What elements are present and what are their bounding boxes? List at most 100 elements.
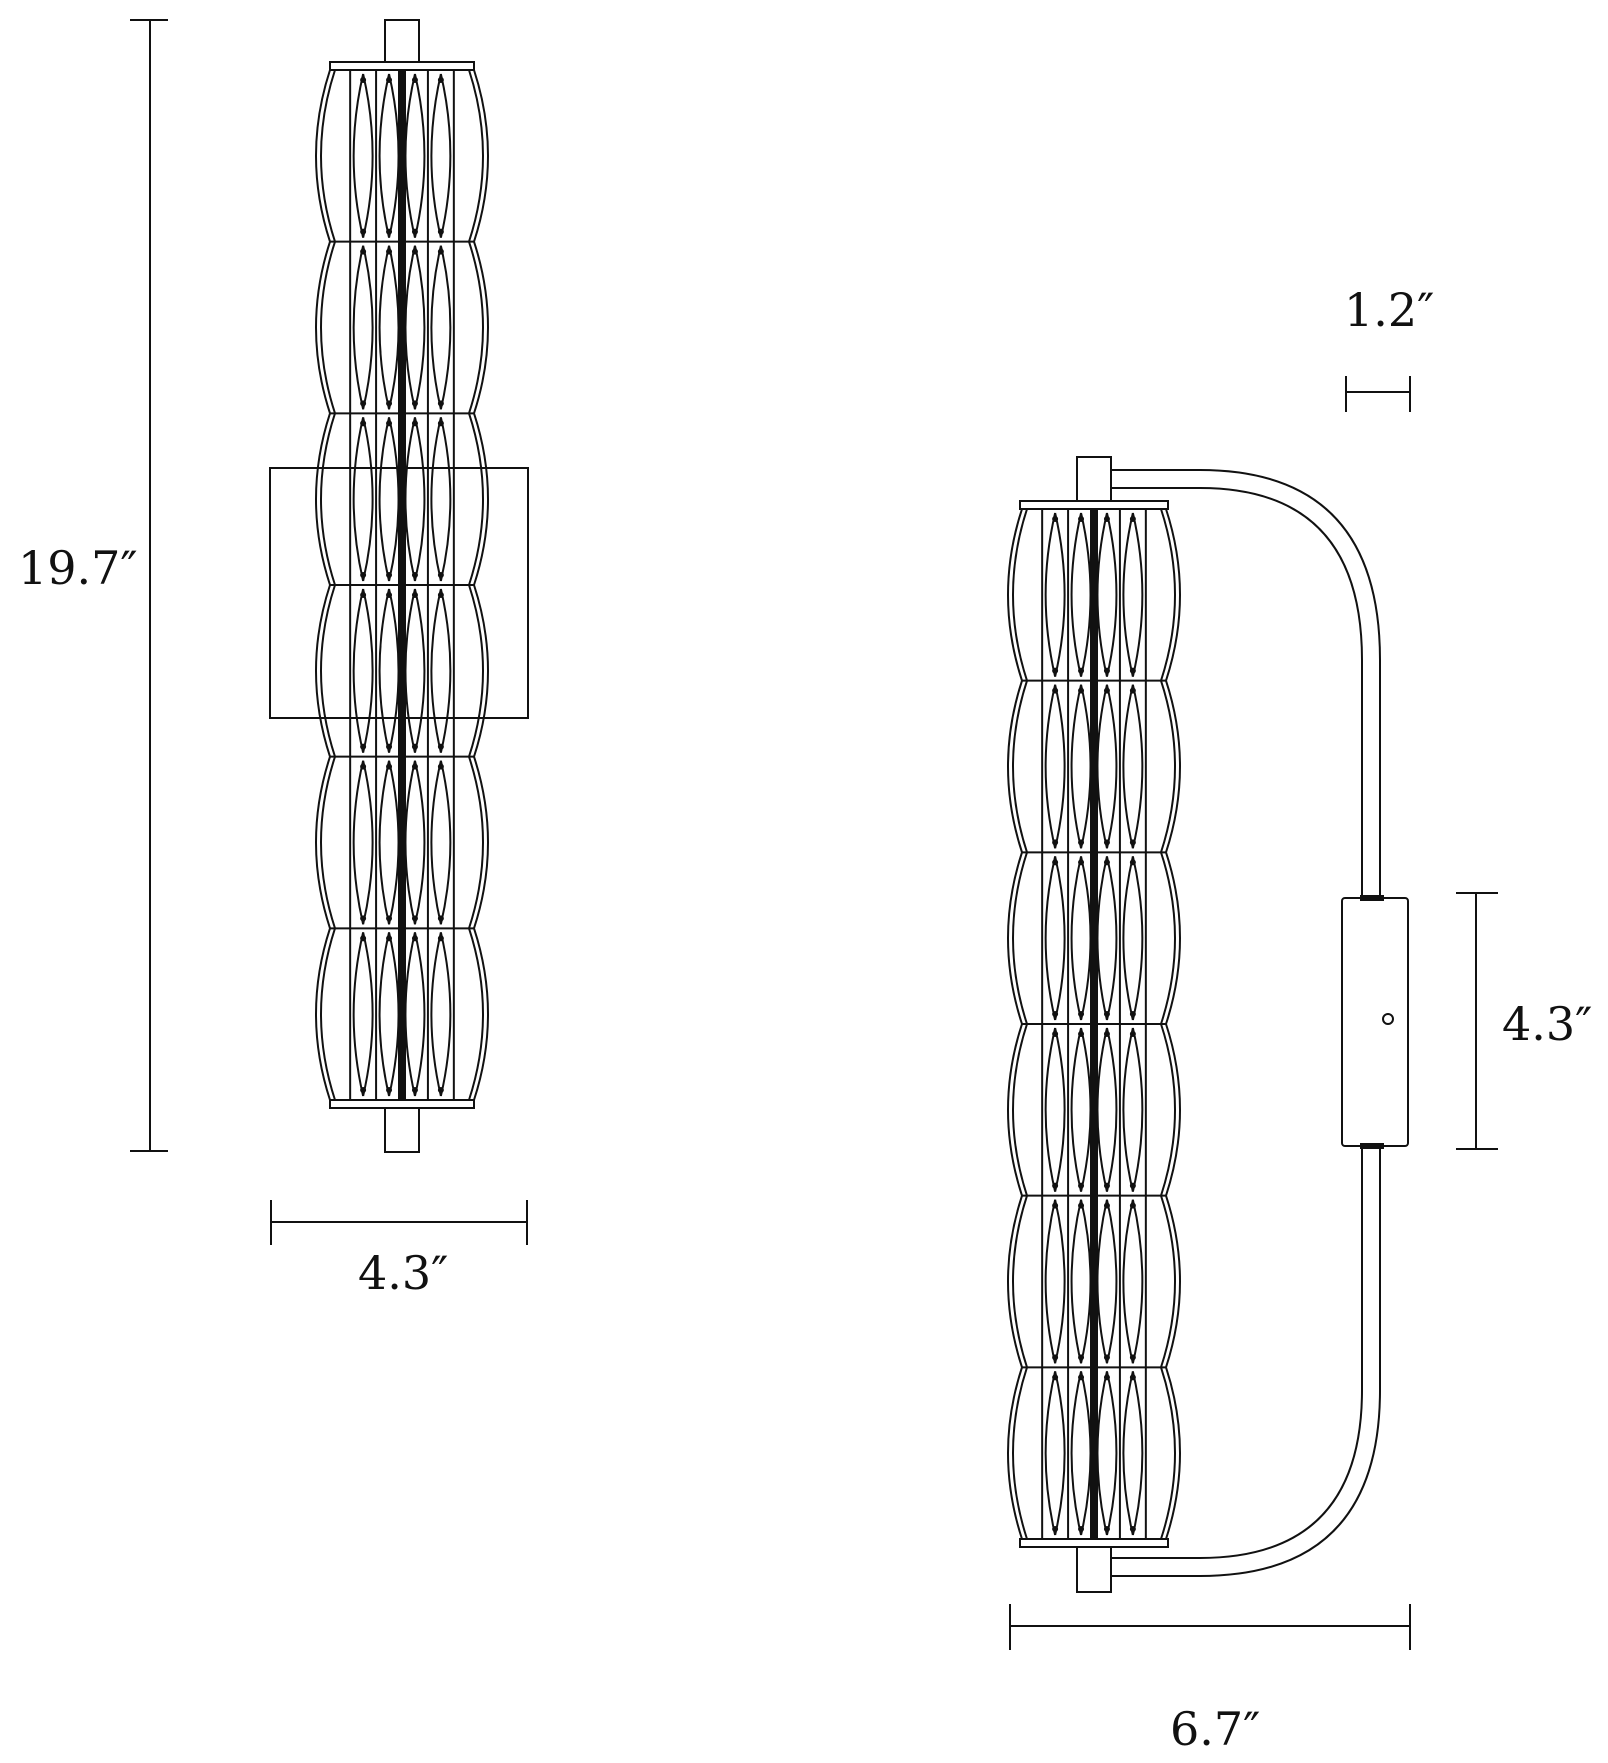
side-shade-outer-right-inner	[1160, 1367, 1176, 1540]
side-arm-inner	[1110, 487, 1363, 900]
side-shade-lens-right	[1080, 684, 1092, 849]
front-shade-lens-left	[352, 73, 365, 238]
front-shade-lens-left	[430, 760, 442, 925]
front-shade-dot	[360, 915, 367, 922]
front-shade-dot	[360, 1087, 367, 1093]
front-shade-outer-right-inner	[468, 584, 484, 757]
side-shade-lens-left	[1096, 1027, 1108, 1192]
side-backplate-screw	[1382, 1013, 1394, 1025]
side-shade-lens-left	[1096, 684, 1108, 849]
side-shade-outer-right	[1165, 508, 1181, 681]
side-shade-outer-left-inner	[1012, 1195, 1028, 1368]
front-height-label: 19.7″	[18, 541, 138, 595]
front-shade-dot	[386, 77, 393, 83]
front-width-label: 4.3″	[358, 1246, 448, 1300]
front-shade-dot	[360, 400, 367, 407]
front-shade-dot	[360, 77, 367, 83]
side-shade-lens-right	[1054, 1371, 1066, 1536]
front-shade-lens-left	[430, 588, 442, 753]
front-shade-dot	[386, 572, 393, 578]
front-shade-outer-left-inner	[320, 241, 336, 414]
front-shade-dot	[411, 1087, 418, 1093]
front-shade-lens-left	[404, 932, 416, 1097]
side-arm-label: 1.2″	[1344, 283, 1434, 337]
side-shade-lens-left	[1070, 684, 1083, 849]
side-view	[1007, 456, 1409, 1593]
front-shade-lens-right	[439, 417, 452, 582]
front-shade-lens-right	[362, 245, 374, 410]
side-shade-lens-right	[1105, 1027, 1118, 1192]
front-shade-lens-right	[362, 932, 374, 1097]
side-shade-dot	[1129, 1031, 1136, 1037]
front-shade-dot	[437, 935, 444, 942]
side-shade-dot	[1103, 1354, 1110, 1361]
front-shade-dot	[360, 420, 367, 427]
front-shade-outer-right	[473, 69, 489, 242]
front-shade-lens-right	[388, 245, 400, 410]
side-shade-dot	[1129, 1202, 1136, 1209]
side-shade-lens-left	[1122, 1371, 1134, 1536]
side-shade-dot	[1129, 839, 1136, 846]
side-shade-lens-right	[1105, 512, 1118, 677]
front-shade-lens-left	[378, 932, 391, 1097]
front-shade-lens-right	[439, 245, 452, 410]
side-shade-dot	[1078, 1182, 1085, 1189]
front-shade-lens-left	[404, 245, 416, 410]
side-shade-dot	[1103, 687, 1110, 694]
side-shade-outer-left-inner	[1012, 852, 1028, 1025]
front-shade-dot	[437, 743, 444, 750]
front-shade-lens-left	[378, 417, 391, 582]
side-shade-dot	[1103, 516, 1110, 522]
side-shade-dot	[1078, 839, 1085, 846]
front-shade-lens-left	[430, 245, 442, 410]
front-shade-lens-right	[388, 760, 400, 925]
side-shade-dot	[1078, 1202, 1085, 1209]
side-shade-outer-right-inner	[1160, 680, 1176, 853]
side-shade-outer-right-inner	[1160, 508, 1176, 681]
side-shade-outer-right	[1165, 1367, 1181, 1540]
front-shade-dot	[437, 248, 444, 255]
front-shade-dot	[437, 400, 444, 407]
side-shade-dot	[1103, 1182, 1110, 1189]
front-shade-dot	[360, 935, 367, 942]
front-shade-outer-left	[315, 584, 331, 757]
side-shade-outer-left	[1007, 852, 1023, 1025]
front-shade-outer-left	[315, 756, 331, 929]
side-shade-lens-right	[1131, 1199, 1144, 1364]
side-shade-dot	[1078, 1526, 1085, 1532]
side-shade-dot	[1129, 1374, 1136, 1381]
front-shade-lens-left	[378, 760, 391, 925]
side-shade-dot	[1052, 1031, 1059, 1037]
front-shade-lens-left	[378, 588, 391, 753]
front-shade-dot	[411, 228, 418, 235]
side-shade	[1007, 508, 1181, 1540]
side-shade-lens-left	[1044, 1371, 1057, 1536]
side-shade-dot	[1052, 839, 1059, 846]
side-shade-lens-left	[1070, 856, 1083, 1021]
front-shade-dot	[386, 915, 393, 922]
front-shade-lens-left	[352, 760, 365, 925]
front-shade-dot	[411, 915, 418, 922]
side-shade-dot	[1052, 1182, 1059, 1189]
side-shade-lens-right	[1131, 1371, 1144, 1536]
front-shade-lens-left	[378, 73, 391, 238]
side-depth-label: 6.7″	[1170, 1702, 1260, 1756]
side-shade-lens-right	[1080, 1199, 1092, 1364]
side-shade-dot	[1129, 1526, 1136, 1532]
front-shade-outer-left-inner	[320, 928, 336, 1101]
side-shade-lens-left	[1096, 512, 1108, 677]
front-shade-dot	[437, 592, 444, 598]
front-shade-dot	[386, 743, 393, 750]
side-shade-lens-right	[1131, 512, 1144, 677]
side-arm-outer	[1110, 469, 1381, 900]
front-shade-lens-right	[413, 417, 426, 582]
side-shade-dot	[1103, 1526, 1110, 1532]
side-shade-lens-right	[1080, 1371, 1092, 1536]
side-shade-dot	[1129, 1182, 1136, 1189]
side-shade-lens-left	[1122, 684, 1134, 849]
front-width-dimension	[270, 1200, 528, 1245]
side-shade-outer-left	[1007, 680, 1023, 853]
side-arm-lower-outer	[1110, 1146, 1381, 1577]
side-shade-outer-right	[1165, 1195, 1181, 1368]
side-shade-lens-right	[1080, 512, 1092, 677]
